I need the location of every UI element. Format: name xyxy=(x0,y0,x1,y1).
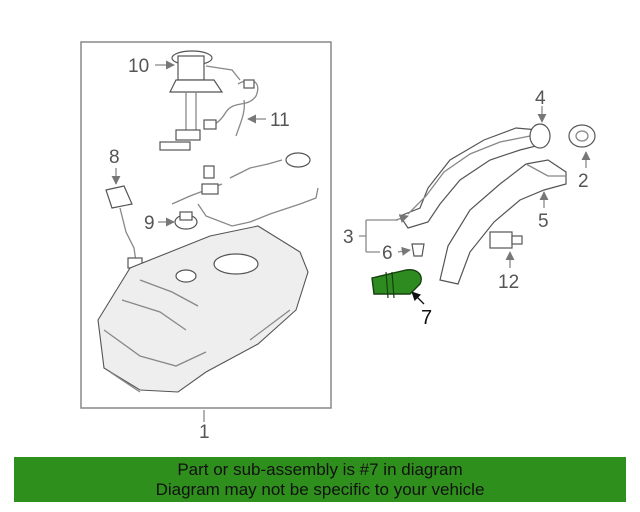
level-sender xyxy=(105,185,143,269)
filler-neck xyxy=(399,123,551,229)
callout-8: 8 xyxy=(109,147,120,168)
parts-diagram: 10 11 8 9 1 3 6 4 2 5 12 7 xyxy=(80,41,596,443)
callout-9: 9 xyxy=(144,213,155,234)
vent-tubes xyxy=(171,152,319,227)
callout-4: 4 xyxy=(535,88,546,109)
callout-2: 2 xyxy=(578,171,589,192)
fuel-tank xyxy=(97,225,309,393)
callout-6: 6 xyxy=(382,243,393,264)
sensor xyxy=(489,231,523,249)
vent-valve xyxy=(174,211,198,230)
fuel-cap xyxy=(568,124,596,148)
callout-7: 7 xyxy=(421,307,432,329)
info-banner: Part or sub-assembly is #7 in diagram Di… xyxy=(14,457,626,502)
callout-3: 3 xyxy=(343,227,354,248)
fuel-pump-module xyxy=(159,50,241,151)
callout-10: 10 xyxy=(128,56,149,77)
callout-12: 12 xyxy=(498,272,519,293)
clip xyxy=(411,243,425,257)
callout-11: 11 xyxy=(270,110,290,131)
filler-housing xyxy=(439,159,567,285)
callout-5: 5 xyxy=(538,211,549,232)
banner-line-1: Part or sub-assembly is #7 in diagram xyxy=(177,459,463,479)
callout-1: 1 xyxy=(199,422,210,443)
hose-assembly xyxy=(203,79,259,137)
tank-assembly-frame xyxy=(80,41,332,409)
banner-line-2: Diagram may not be specific to your vehi… xyxy=(155,479,485,499)
highlighted-hose xyxy=(371,269,422,299)
